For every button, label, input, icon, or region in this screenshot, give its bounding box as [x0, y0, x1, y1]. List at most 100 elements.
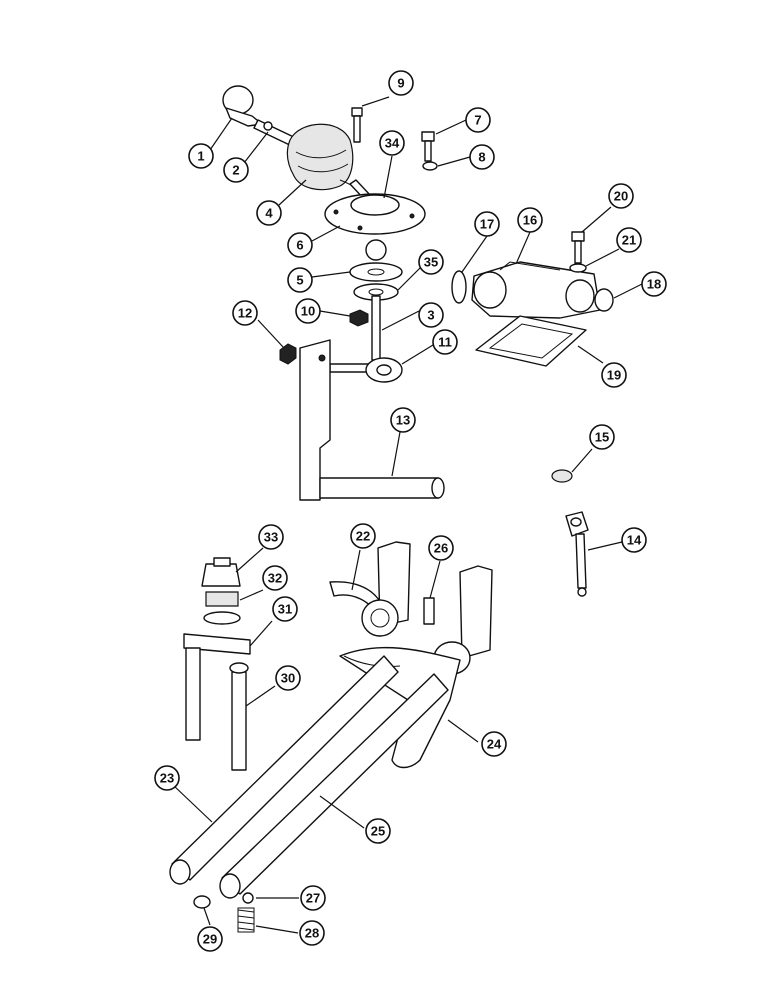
callout-31: 31	[272, 596, 298, 622]
plug-29	[193, 895, 211, 909]
callout-1: 1	[188, 143, 214, 169]
bolt-20	[571, 231, 585, 264]
shift-rail-25	[219, 673, 449, 899]
ball-27	[242, 892, 254, 904]
callout-35: 35	[418, 249, 444, 275]
callout-1-label: 1	[197, 149, 204, 164]
callout-34-label: 34	[385, 136, 400, 151]
callout-27-label: 27	[306, 891, 320, 906]
callout-29: 29	[197, 926, 223, 952]
callout-28-label: 28	[305, 926, 319, 941]
callout-21: 21	[616, 227, 642, 253]
callout-8-label: 8	[478, 150, 485, 165]
bracket-31	[183, 633, 251, 771]
callout-7-label: 7	[474, 113, 481, 128]
gasket-19	[475, 315, 587, 367]
callout-7: 7	[465, 107, 491, 133]
callout-27: 27	[300, 885, 326, 911]
callout-32-label: 32	[268, 571, 282, 586]
callout-5: 5	[287, 267, 313, 293]
callout-22-label: 22	[356, 529, 370, 544]
callout-13-label: 13	[396, 413, 410, 428]
lever-bracket	[299, 339, 445, 501]
callout-33-label: 33	[264, 530, 278, 545]
callout-34: 34	[379, 130, 405, 156]
callout-11-label: 11	[438, 335, 452, 350]
callout-9: 9	[388, 70, 414, 96]
callout-30: 30	[275, 665, 301, 691]
lower-rod	[371, 295, 381, 361]
callout-9-label: 9	[397, 76, 404, 91]
leader-lines	[172, 96, 643, 934]
callout-4: 4	[256, 200, 282, 226]
callout-2: 2	[223, 157, 249, 183]
callout-24-label: 24	[487, 737, 502, 752]
callout-30-label: 30	[281, 671, 295, 686]
callout-16-label: 16	[523, 213, 537, 228]
callout-17: 17	[474, 211, 500, 237]
callout-14: 14	[621, 527, 647, 553]
selector-lever-14	[565, 511, 589, 597]
housing-16	[471, 261, 601, 319]
callout-24: 24	[481, 731, 507, 757]
callout-16: 16	[517, 207, 543, 233]
callout-10: 10	[295, 298, 321, 324]
parts-layer	[169, 85, 614, 933]
callout-25: 25	[365, 818, 391, 844]
callout-12-label: 12	[238, 306, 252, 321]
callout-32: 32	[262, 565, 288, 591]
nut-12	[279, 343, 297, 365]
shift-rail-23	[169, 655, 399, 885]
callouts: 1 2 3 4 5 6 7 8 9 10 11 12 13 14 15 16 1…	[154, 70, 667, 952]
callout-26-label: 26	[434, 541, 448, 556]
callout-14-label: 14	[627, 533, 642, 548]
lever-plate	[324, 193, 426, 235]
nut-32	[205, 591, 239, 607]
callout-6: 6	[287, 232, 313, 258]
callout-13: 13	[390, 407, 416, 433]
callout-8: 8	[469, 144, 495, 170]
callout-33: 33	[258, 524, 284, 550]
callout-6-label: 6	[296, 238, 303, 253]
callout-19: 19	[601, 362, 627, 388]
callout-3-label: 3	[427, 308, 434, 323]
callout-23: 23	[154, 765, 180, 791]
callout-18-label: 18	[647, 277, 661, 292]
rod-end	[329, 357, 403, 383]
switch-washer	[203, 611, 241, 625]
callout-15-label: 15	[595, 430, 609, 445]
callout-31-label: 31	[278, 602, 292, 617]
callout-21-label: 21	[622, 233, 636, 248]
washer-15	[551, 469, 573, 483]
callout-4-label: 4	[265, 206, 273, 221]
callout-35-label: 35	[424, 255, 438, 270]
switch-33	[201, 557, 241, 587]
washer-21	[569, 263, 587, 273]
callout-11: 11	[432, 329, 458, 355]
callout-2-label: 2	[232, 163, 239, 178]
lock-washer-8	[422, 161, 438, 171]
washer-5	[349, 262, 403, 282]
callout-10-label: 10	[301, 304, 315, 319]
callout-19-label: 19	[607, 368, 621, 383]
spring-28	[237, 907, 255, 933]
bolt-9	[351, 107, 363, 143]
pin-26	[423, 597, 435, 625]
callout-17-label: 17	[480, 217, 494, 232]
callout-3: 3	[418, 302, 444, 328]
callout-18: 18	[641, 271, 667, 297]
o-ring-17	[451, 270, 467, 304]
callout-15: 15	[589, 424, 615, 450]
callout-29-label: 29	[203, 932, 217, 947]
callout-28: 28	[299, 920, 325, 946]
plug-18	[594, 288, 614, 312]
nut-10	[349, 309, 369, 327]
callout-20-label: 20	[614, 189, 628, 204]
callout-25-label: 25	[371, 824, 385, 839]
bolt-7	[421, 131, 435, 162]
gear-lever-knob	[222, 85, 263, 127]
shift-fork-22	[329, 541, 411, 637]
callout-5-label: 5	[296, 273, 303, 288]
callout-26: 26	[428, 535, 454, 561]
